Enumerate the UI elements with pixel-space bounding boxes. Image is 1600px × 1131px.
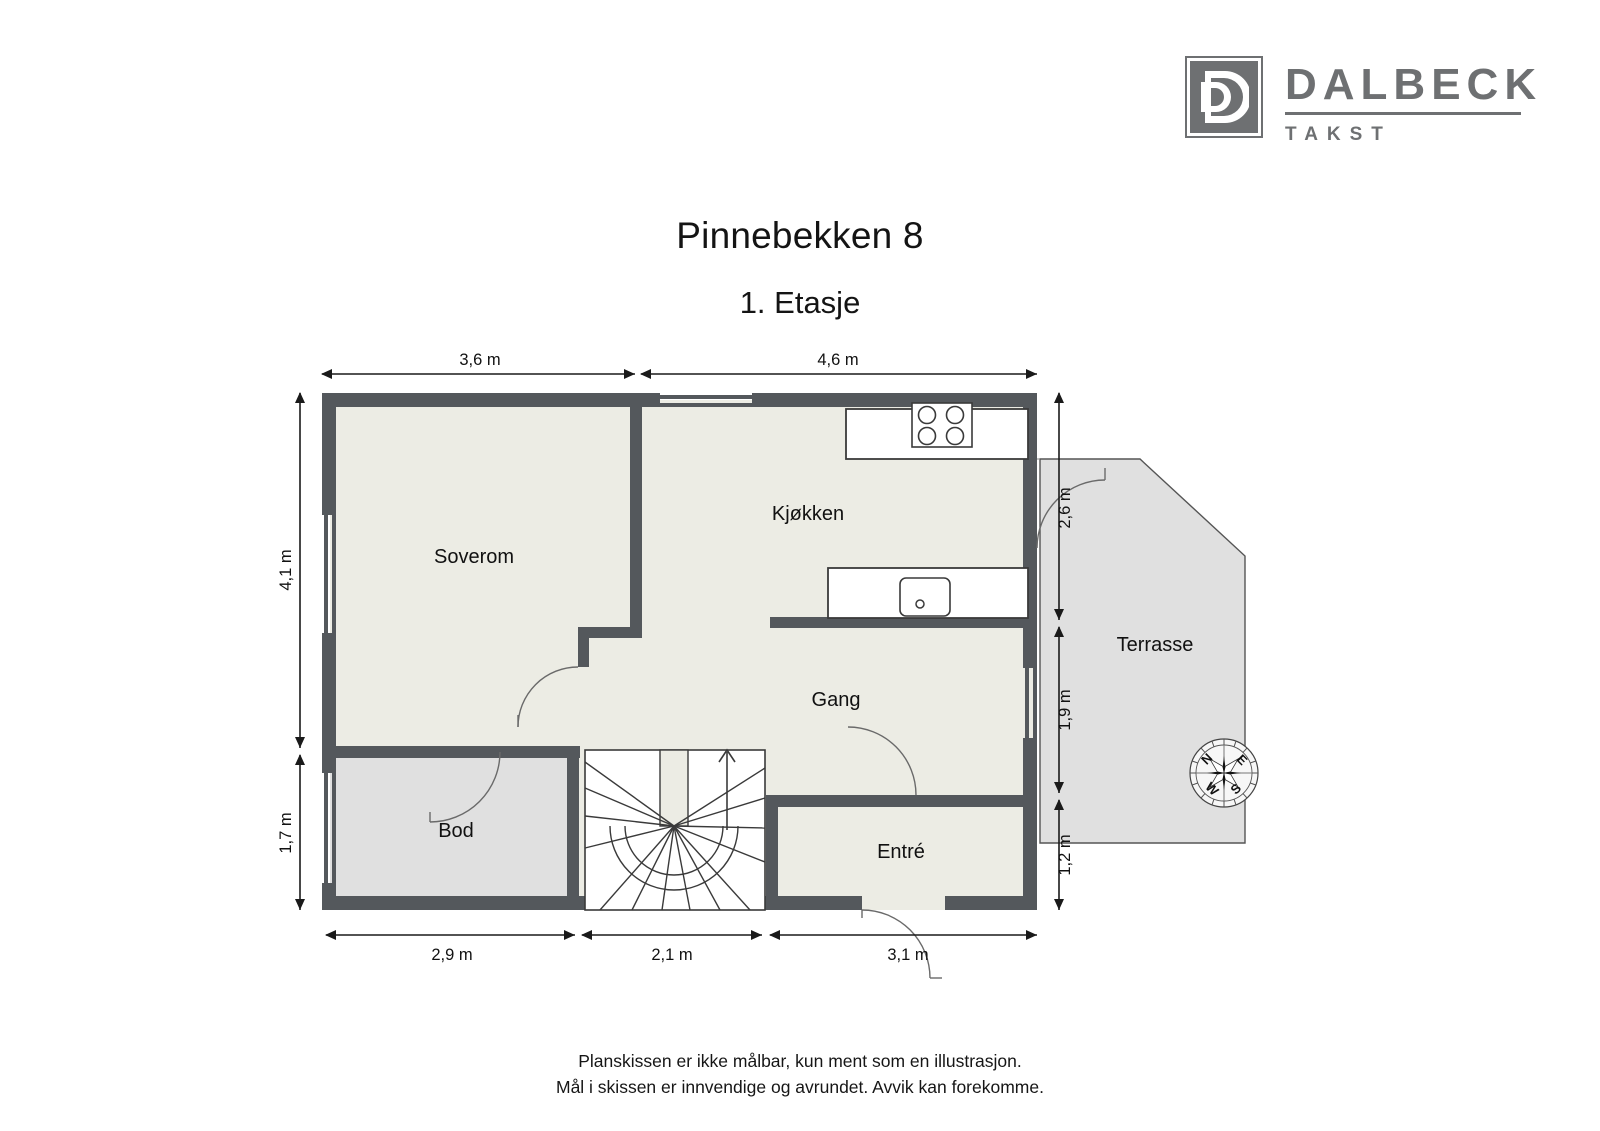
staircase — [584, 748, 766, 911]
logo-d-letter-icon — [1201, 71, 1249, 123]
dimension-label-top-1: 3,6 m — [459, 351, 500, 369]
door-bod — [429, 751, 501, 823]
terrasse-area: Terrasse — [1039, 458, 1246, 844]
room-label-soverom: Soverom — [434, 546, 514, 568]
dimension-bottom-1: 2,9 m — [325, 930, 575, 964]
page-title: Pinnebekken 8 — [0, 215, 1600, 257]
page-subtitle-text: 1. Etasje — [739, 285, 861, 320]
dimension-label-bottom-3: 3,1 m — [887, 946, 928, 964]
page-title-text: Pinnebekken 8 — [676, 215, 924, 256]
room-label-kjokken: Kjøkken — [772, 503, 844, 525]
dalbeck-logo: DALBECK TAKST — [1185, 56, 1543, 160]
logo-brand-name: DALBECK — [1285, 60, 1543, 109]
dimension-left-2: 1,7 m — [277, 754, 305, 910]
door-soverom — [517, 666, 579, 728]
dimension-label-bottom-2: 2,1 m — [651, 946, 692, 964]
door-entre-outer — [861, 909, 931, 979]
dimension-top-2: 4,6 m — [640, 351, 1037, 379]
dimension-label-right-3: 1,2 m — [1056, 834, 1074, 875]
logo-brand-subtitle: TAKST — [1285, 124, 1392, 145]
page-subtitle: 1. Etasje — [0, 285, 1600, 321]
dimension-label-right-1: 2,6 m — [1056, 487, 1074, 528]
dimension-label-left-1: 4,1 m — [277, 549, 295, 590]
room-label-terrasse: Terrasse — [1117, 634, 1194, 656]
sink-icon — [899, 577, 951, 617]
door-entre-inner — [847, 726, 917, 796]
stair-up-arrow-icon — [718, 748, 736, 830]
room-label-bod: Bod — [438, 820, 474, 842]
room-label-gang: Gang — [812, 689, 861, 711]
kitchen-fixtures — [827, 402, 1029, 619]
dimension-right-2: 1,9 m — [1054, 626, 1074, 793]
compass-rose-icon: N E S W — [1189, 738, 1259, 808]
dimension-bottom-2: 2,1 m — [581, 930, 762, 964]
dimension-label-bottom-1: 2,9 m — [431, 946, 472, 964]
dimension-right-1: 2,6 m — [1054, 392, 1074, 620]
dimension-label-left-2: 1,7 m — [277, 812, 295, 853]
dimension-bottom-3: 3,1 m — [769, 930, 1037, 964]
logo-divider — [1285, 112, 1521, 115]
dimension-left-1: 4,1 m — [277, 392, 305, 748]
room-label-entre: Entré — [877, 841, 925, 863]
footer-line-2: Mål i skissen er innvendige og avrundet.… — [556, 1077, 1044, 1097]
logo-mark-icon — [1185, 56, 1263, 138]
footer-line-1: Planskissen er ikke målbar, kun ment som… — [578, 1051, 1022, 1071]
dimension-right-3: 1,2 m — [1054, 799, 1074, 910]
dimension-label-top-2: 4,6 m — [817, 351, 858, 369]
footer-disclaimer: Planskissen er ikke målbar, kun ment som… — [0, 1048, 1600, 1100]
stove-icon — [911, 402, 973, 448]
dimension-label-right-2: 1,9 m — [1056, 689, 1074, 730]
dimension-top-1: 3,6 m — [321, 351, 635, 379]
